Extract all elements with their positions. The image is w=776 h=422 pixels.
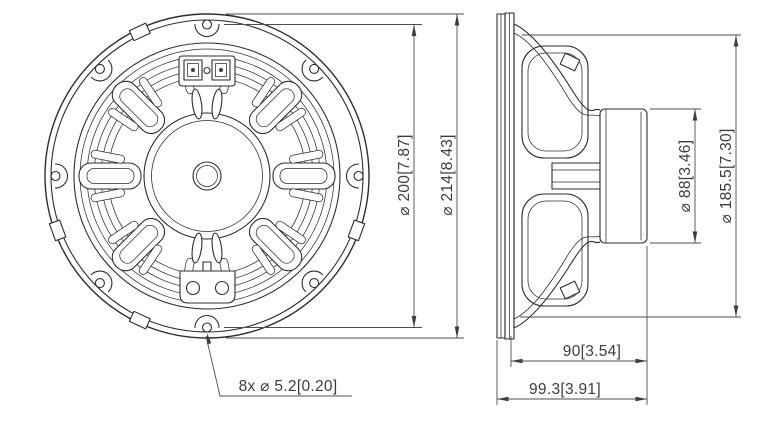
gasket-flange-profile bbox=[496, 12, 515, 340]
basket-profile bbox=[513, 23, 601, 329]
magnet-diameter-dim-label: ⌀ 88[3.46] bbox=[677, 140, 694, 213]
center-pole bbox=[143, 112, 271, 240]
mounting-holes bbox=[50, 19, 364, 333]
bolt-hole-tabs bbox=[54, 23, 360, 329]
basket-diameter-dim-label: ⌀ 185.5[7.30] bbox=[718, 128, 735, 223]
dim-outer-diameter: ⌀ 214[8.43] bbox=[226, 13, 464, 339]
overall-depth-dim-label: 99.3[3.91] bbox=[529, 381, 601, 398]
terminal-block-top bbox=[178, 55, 236, 120]
terminal-plate-bottom bbox=[179, 232, 236, 304]
magnet-assembly bbox=[599, 108, 648, 244]
dim-mounting-holes-leader: 8x ⌀ 5.2[0.20] bbox=[205, 333, 352, 397]
outer-diameter-dim-label: ⌀ 214[8.43] bbox=[439, 134, 456, 216]
dim-magnet-diameter: ⌀ 88[3.46] bbox=[650, 108, 701, 244]
dim-mounting-depth: 90[3.54] bbox=[510, 246, 648, 405]
mounting-depth-dim-label: 90[3.54] bbox=[563, 343, 621, 360]
flange-notch bbox=[48, 22, 366, 330]
side-view-drawing bbox=[496, 12, 648, 340]
basket-arms bbox=[78, 80, 336, 272]
dim-basket-diameter: ⌀ 185.5[7.30] bbox=[520, 34, 741, 318]
bolt-circle-dim-label: ⌀ 200[7.87] bbox=[396, 134, 413, 216]
mounting-holes-dim-label: 8x ⌀ 5.2[0.20] bbox=[239, 378, 338, 395]
dim-bolt-circle: ⌀ 200[7.87] bbox=[224, 24, 422, 328]
front-view-drawing bbox=[44, 13, 370, 339]
dim-overall-depth: 99.3[3.91] bbox=[496, 340, 647, 405]
